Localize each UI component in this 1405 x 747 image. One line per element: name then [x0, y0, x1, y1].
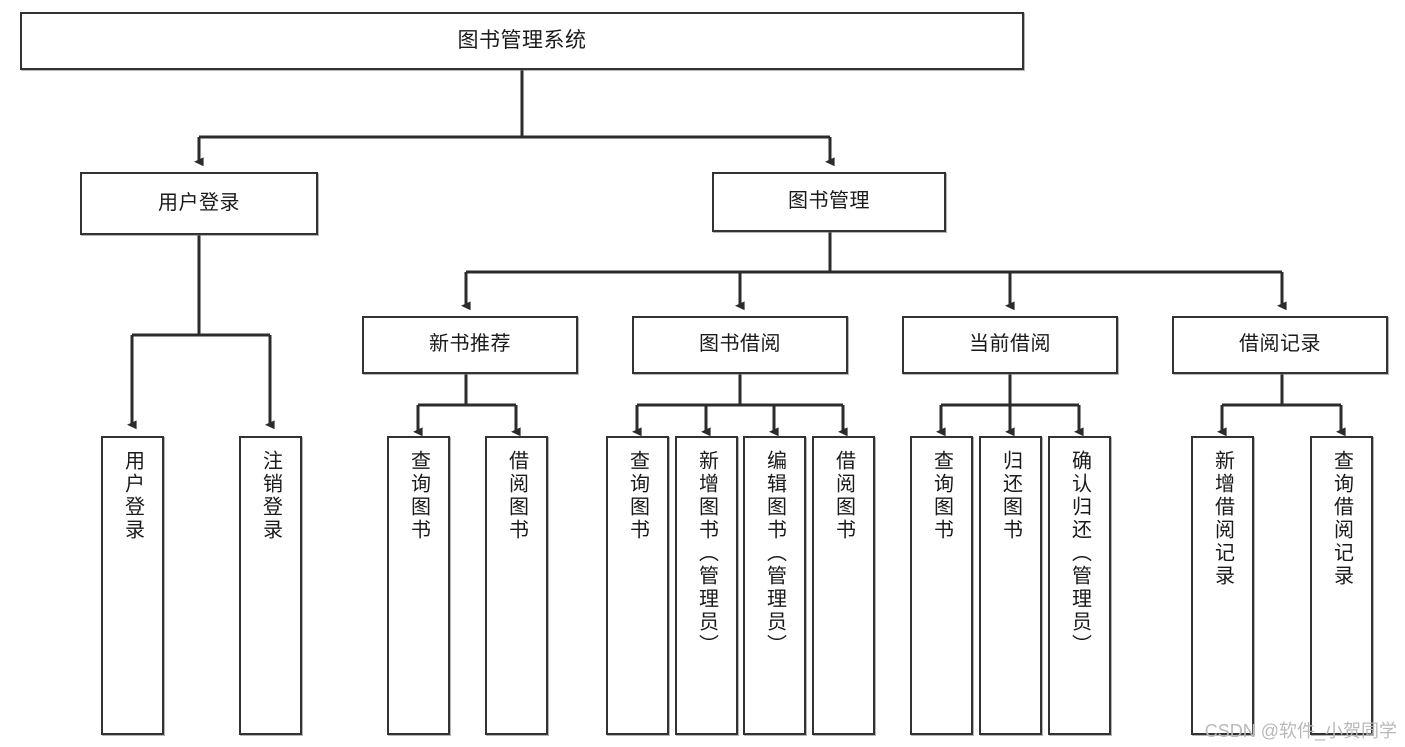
leaf-query-book-recommendation[interactable]: 查询图书 [387, 436, 450, 735]
leaf-add-borrowing-record[interactable]: 新增借阅记录 [1191, 436, 1254, 735]
leaf-return-book[interactable]: 归还图书 [979, 436, 1042, 735]
node-new-book-recommendation[interactable]: 新书推荐 [362, 316, 578, 374]
watermark: CSDN @软件_小贺同学 [1204, 721, 1397, 741]
node-label: 新增图书（管理员） [695, 450, 718, 657]
node-label: 查询图书 [407, 450, 430, 542]
node-label: 借阅记录 [1239, 333, 1321, 356]
node-label: 图书借阅 [699, 333, 781, 356]
node-root-system[interactable]: 图书管理系统 [20, 12, 1024, 70]
leaf-user-login[interactable]: 用户登录 [101, 436, 164, 735]
node-label: 用户登录 [158, 191, 240, 214]
node-label: 查询借阅记录 [1330, 450, 1353, 588]
node-label: 确认归还（管理员） [1068, 450, 1091, 657]
node-label: 用户登录 [121, 450, 144, 542]
node-book-borrowing[interactable]: 图书借阅 [632, 316, 848, 374]
node-label: 借阅图书 [505, 450, 528, 542]
leaf-query-book-borrowing[interactable]: 查询图书 [606, 436, 669, 735]
leaf-query-book-current[interactable]: 查询图书 [910, 436, 973, 735]
leaf-query-borrowing-record[interactable]: 查询借阅记录 [1310, 436, 1373, 735]
leaf-edit-book-admin[interactable]: 编辑图书（管理员） [743, 436, 806, 735]
leaf-logout[interactable]: 注销登录 [239, 436, 302, 735]
leaf-borrow-book-recommendation[interactable]: 借阅图书 [485, 436, 548, 735]
node-label: 图书管理系统 [457, 28, 587, 52]
node-borrowing-record[interactable]: 借阅记录 [1172, 316, 1388, 374]
node-user-login[interactable]: 用户登录 [80, 172, 318, 235]
node-label: 新增借阅记录 [1211, 450, 1234, 588]
leaf-add-book-admin[interactable]: 新增图书（管理员） [675, 436, 738, 735]
node-label: 编辑图书（管理员） [763, 450, 786, 657]
node-label: 当前借阅 [969, 333, 1051, 356]
node-label: 查询图书 [626, 450, 649, 542]
node-label: 注销登录 [259, 450, 282, 542]
node-book-management[interactable]: 图书管理 [712, 172, 946, 232]
leaf-confirm-return-admin[interactable]: 确认归还（管理员） [1048, 436, 1111, 735]
node-label: 查询图书 [930, 450, 953, 542]
node-label: 新书推荐 [429, 333, 511, 356]
node-current-borrowing[interactable]: 当前借阅 [902, 316, 1118, 374]
node-label: 图书管理 [788, 190, 870, 213]
node-label: 归还图书 [999, 450, 1022, 542]
node-label: 借阅图书 [832, 450, 855, 542]
leaf-borrow-book[interactable]: 借阅图书 [812, 436, 875, 735]
